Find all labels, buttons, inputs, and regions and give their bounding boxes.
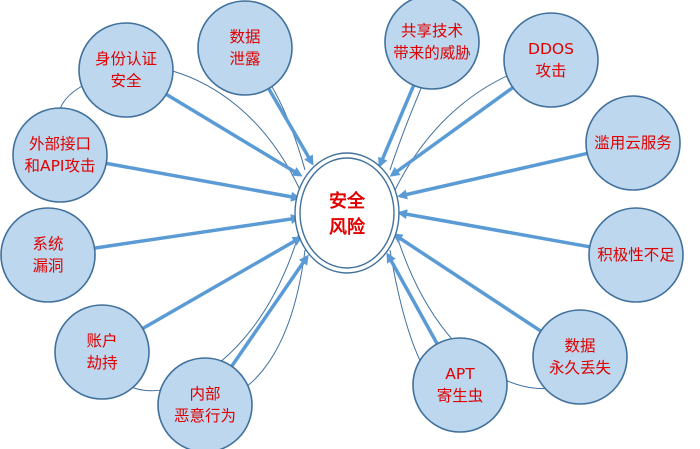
risk-node-circle bbox=[197, 0, 293, 96]
arrow-api-attack bbox=[105, 161, 301, 202]
arrow-insider bbox=[230, 254, 309, 368]
risk-node-lack-initiative: 积极性不足 bbox=[588, 207, 684, 303]
risk-node-circle bbox=[588, 207, 684, 303]
center-label-line-2: 风险 bbox=[329, 216, 366, 238]
center-label-line-1: 安全 bbox=[329, 190, 366, 212]
risk-node-label: DDOS bbox=[528, 40, 574, 58]
center-inner-ring bbox=[299, 157, 395, 269]
risk-node-label: 和API攻击 bbox=[24, 157, 95, 175]
risk-node-label: 内部 bbox=[189, 385, 220, 403]
risk-node-circle bbox=[384, 0, 480, 90]
arrow-system-vuln bbox=[94, 214, 301, 250]
risk-node-label: 系统 bbox=[32, 235, 63, 253]
risk-node-apt: APT 寄生虫 bbox=[412, 337, 508, 433]
risk-node-label: APT bbox=[445, 365, 475, 383]
arrow-apt bbox=[386, 252, 439, 345]
risk-node-circle bbox=[54, 304, 150, 400]
risk-node-label: 账户 bbox=[86, 332, 117, 350]
arrows-layer bbox=[94, 84, 591, 368]
risk-node-label: 身份认证 bbox=[95, 50, 157, 68]
arrow-data-leak bbox=[267, 87, 314, 166]
risk-node-circle bbox=[12, 107, 108, 203]
risk-node-circle bbox=[157, 357, 253, 449]
risk-node-circle bbox=[503, 12, 599, 108]
arrow-identity-auth bbox=[165, 92, 303, 177]
risk-node-label: 外部接口 bbox=[29, 135, 91, 153]
arrow-account-hijack bbox=[141, 236, 303, 331]
arrow-data-loss bbox=[392, 233, 542, 333]
risk-node-circle bbox=[585, 95, 681, 191]
arrow-ddos bbox=[389, 86, 514, 177]
risk-node-label: 带来的威胁 bbox=[393, 44, 471, 62]
arrow-lack-initiative bbox=[397, 209, 591, 249]
risk-node-cloud-abuse: 滥用云服务 bbox=[585, 95, 681, 191]
risk-node-circle bbox=[532, 309, 628, 405]
risk-node-label: 漏洞 bbox=[32, 257, 63, 275]
risk-node-label: 安全 bbox=[110, 72, 142, 90]
risk-node-circle bbox=[0, 207, 96, 303]
risk-node-label: 共享技术 bbox=[401, 22, 463, 40]
risk-node-label: 攻击 bbox=[535, 62, 566, 80]
risk-node-label: 恶意行为 bbox=[174, 406, 236, 425]
risk-node-label: 数据 bbox=[564, 337, 595, 355]
risk-node-label: 泄露 bbox=[229, 50, 261, 68]
risk-node-circle bbox=[412, 337, 508, 433]
arrow-shared-tech bbox=[378, 84, 416, 168]
center-node: 安全 风险 bbox=[294, 152, 400, 274]
risk-node-label: 劫持 bbox=[86, 354, 117, 372]
risk-node-ddos: DDOS 攻击 bbox=[503, 12, 599, 108]
risk-node-label: 寄生虫 bbox=[437, 387, 484, 405]
arrow-cloud-abuse bbox=[397, 151, 588, 200]
risk-node-label: 滥用云服务 bbox=[594, 134, 672, 152]
risk-node-label: 积极性不足 bbox=[597, 246, 675, 264]
risk-node-label: 数据 bbox=[229, 28, 260, 46]
risk-node-circle bbox=[78, 22, 174, 118]
risk-node-label: 永久丢失 bbox=[549, 359, 612, 377]
